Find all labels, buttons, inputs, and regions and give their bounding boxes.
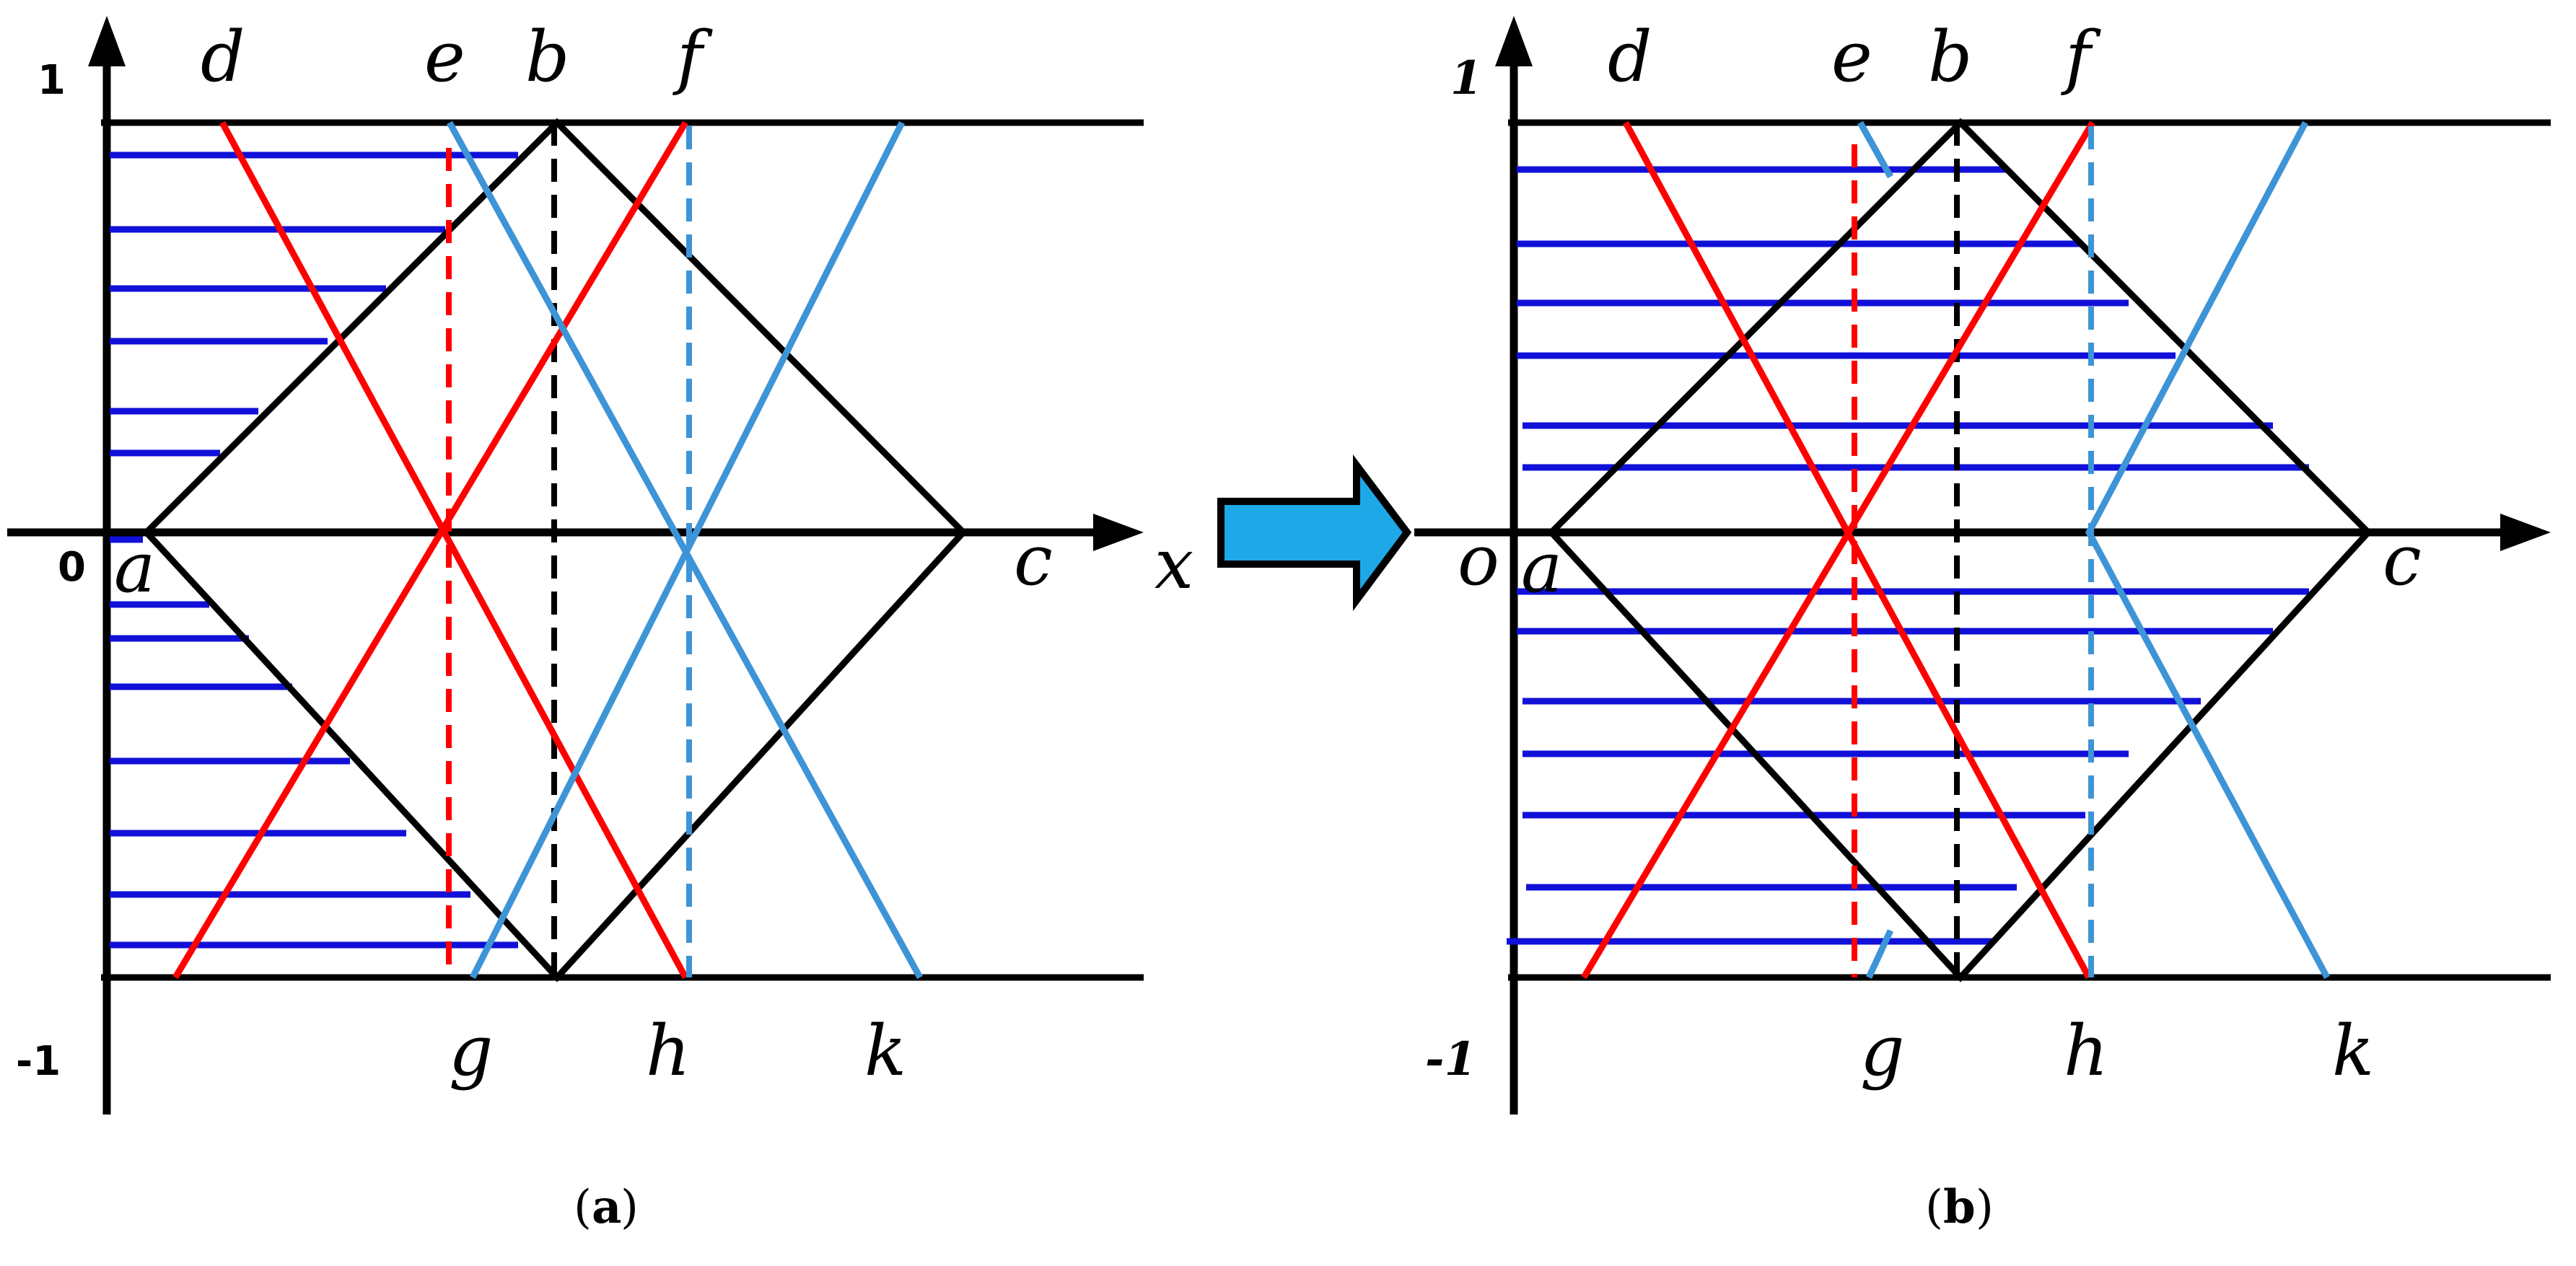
caption-close: ) xyxy=(621,1181,639,1234)
light-blue-line-f-k xyxy=(2085,120,2330,980)
point-label-h: h xyxy=(2064,1011,2108,1091)
point-label-d: d xyxy=(1608,17,1652,97)
point-label-a: a xyxy=(114,527,155,608)
caption-open: ( xyxy=(1925,1181,1943,1234)
caption-letter: b xyxy=(1943,1180,1976,1234)
point-label-b: b xyxy=(525,17,569,97)
point-label-d: d xyxy=(201,17,245,97)
diamond-abc xyxy=(1546,118,2373,983)
point-label-k: k xyxy=(2332,1011,2374,1091)
point-label-f: f xyxy=(673,17,713,97)
light-blue-line-e-k xyxy=(1857,120,1893,179)
red-line-d-h xyxy=(219,120,688,980)
point-label-b: b xyxy=(1928,17,1972,97)
point-label-c: c xyxy=(2383,520,2422,601)
caption-letter: a xyxy=(592,1180,621,1234)
caption-open: ( xyxy=(574,1181,592,1234)
point-label-f: f xyxy=(2061,17,2101,97)
tick-label-top: 1 xyxy=(1450,51,1483,105)
point-label-a: a xyxy=(1521,527,1562,608)
x-axis-arrowhead xyxy=(1093,514,1144,551)
point-label-h: h xyxy=(646,1011,691,1091)
caption-a: ( a ) xyxy=(574,1180,639,1234)
point-label-e: e xyxy=(424,17,465,97)
point-label-e: e xyxy=(1831,17,1872,97)
red-line-f-bottom xyxy=(172,120,688,980)
tick-label-top: 1 xyxy=(38,57,66,104)
point-label-g: g xyxy=(1860,1011,1904,1091)
right-arrow-icon xyxy=(1217,454,1412,612)
point-label-g: g xyxy=(449,1011,493,1091)
y-axis-arrowhead xyxy=(88,16,126,66)
red-line-f-bottom xyxy=(1581,120,2095,980)
panel-a: 1 -1 0 x a b c d e f g h k ( a ) xyxy=(7,16,1193,1234)
origin-label: o xyxy=(1458,520,1499,601)
transition-arrow xyxy=(1217,454,1412,612)
x-axis-arrowhead xyxy=(2500,514,2551,551)
caption-close: ) xyxy=(1976,1181,1994,1234)
caption-b: ( b ) xyxy=(1925,1180,1994,1234)
point-label-c: c xyxy=(1014,520,1053,601)
x-axis-label: x xyxy=(1155,524,1193,605)
tick-label-bottom: -1 xyxy=(16,1038,61,1085)
tick-label-bottom: -1 xyxy=(1425,1032,1476,1086)
light-blue-line-g-top xyxy=(469,120,906,980)
panel-b: 1 -1 o a b c d e f g h k ( b ) xyxy=(1414,16,2551,1234)
hatch-lines xyxy=(1507,166,2309,945)
light-blue-line-g xyxy=(1865,929,1894,979)
y-axis-arrowhead xyxy=(1495,16,1533,66)
point-label-k: k xyxy=(864,1011,906,1091)
origin-label: 0 xyxy=(58,544,86,591)
diamond-abc xyxy=(141,118,968,983)
